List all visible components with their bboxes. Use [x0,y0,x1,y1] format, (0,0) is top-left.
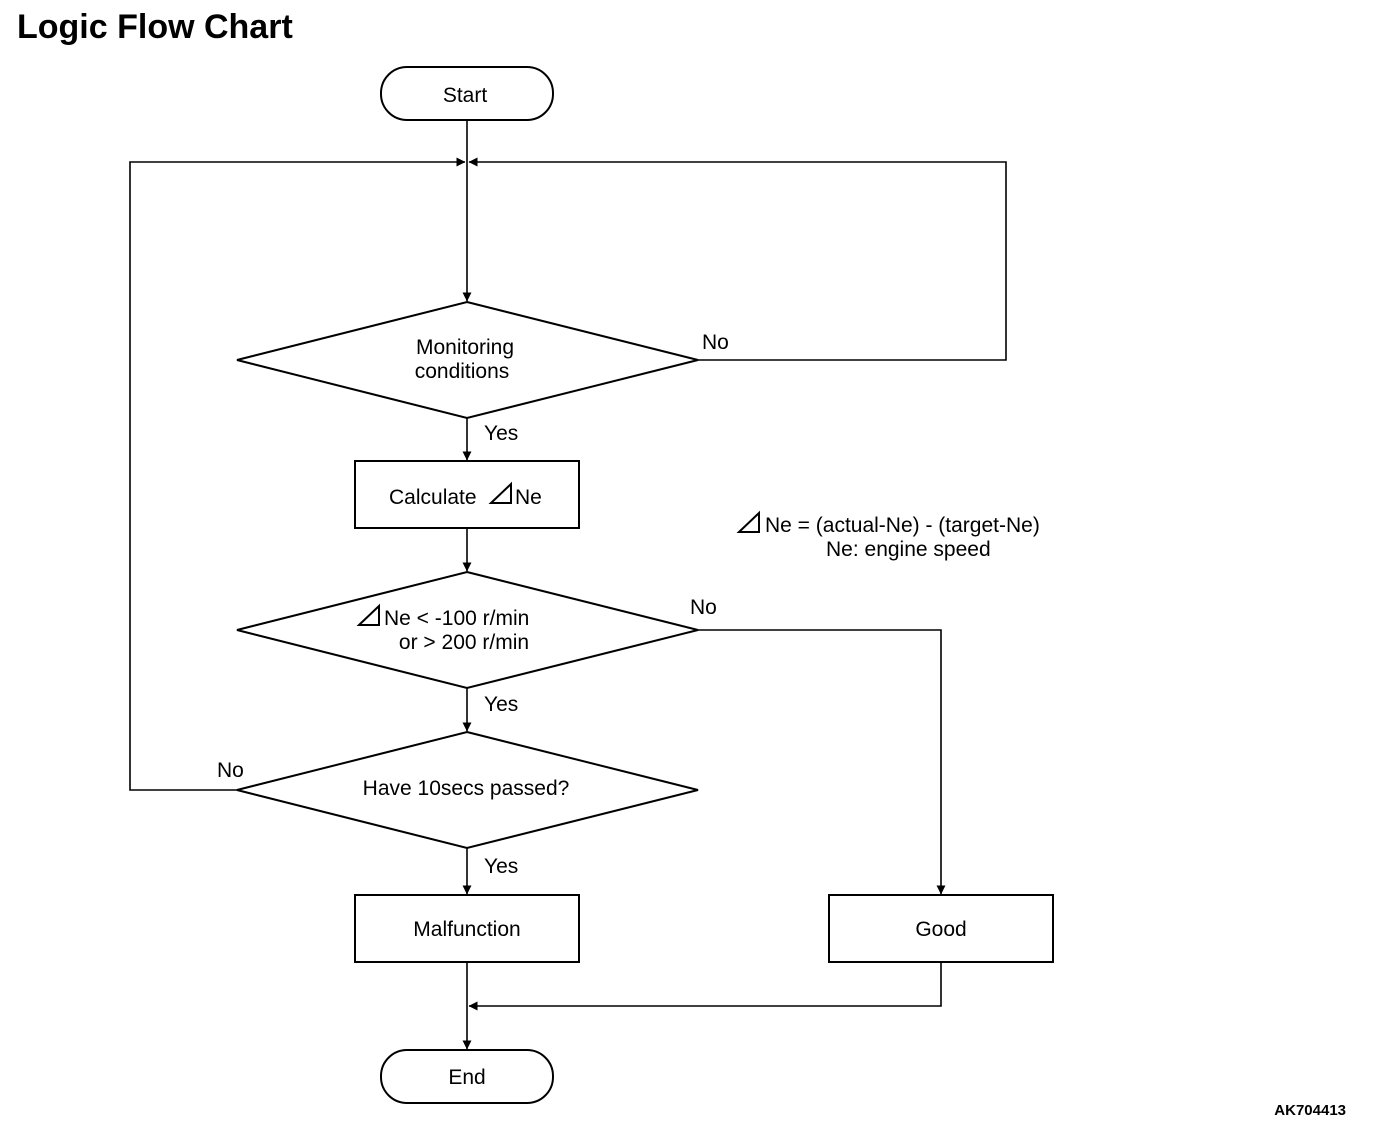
delta-yes-label: Yes [484,693,518,716]
delta-triangle-icon [356,603,380,626]
delta-triangle-icon [736,510,760,533]
start-label: Start [443,84,488,107]
delta-range-decision [236,570,699,690]
delta-triangle-icon [488,481,512,504]
start-terminator [380,66,554,121]
good-label: Good [915,918,966,941]
malfunction-label: Malfunction [413,918,520,941]
end-terminator [380,1049,554,1104]
end-label: End [448,1066,485,1089]
monitoring-no-label: No [702,331,729,354]
time-yes-label: Yes [484,855,518,878]
connector-good-to-end [468,962,942,1011]
connector-time-no-loop [129,157,466,791]
malfunction-process [354,894,580,963]
note-formula: Ne = (actual-Ne) - (target-Ne) [765,514,1040,537]
monitoring-label-line2: conditions [415,360,510,383]
calculate-label: Calculate [389,486,477,509]
monitoring-yes-label: Yes [484,422,518,445]
connector-delta-no-to-good [698,629,946,895]
time-decision [236,730,699,850]
good-process [828,894,1054,963]
monitoring-label-line1: Monitoring [416,336,514,359]
monitoring-decision [236,300,699,420]
time-no-label: No [217,759,244,782]
connector-monitoring-no-loop [468,157,1007,361]
delta-no-label: No [690,596,717,619]
note-definition: Ne: engine speed [826,538,991,561]
calculate-process [354,460,580,529]
calculate-label-suffix: Ne [515,486,542,509]
time-check-label: Have 10secs passed? [363,777,570,800]
delta-check-line2: or > 200 r/min [399,631,529,654]
figure-id: AK704413 [1274,1102,1346,1119]
delta-check-line1: Ne < -100 r/min [384,607,529,630]
page-title: Logic Flow Chart [17,8,293,46]
